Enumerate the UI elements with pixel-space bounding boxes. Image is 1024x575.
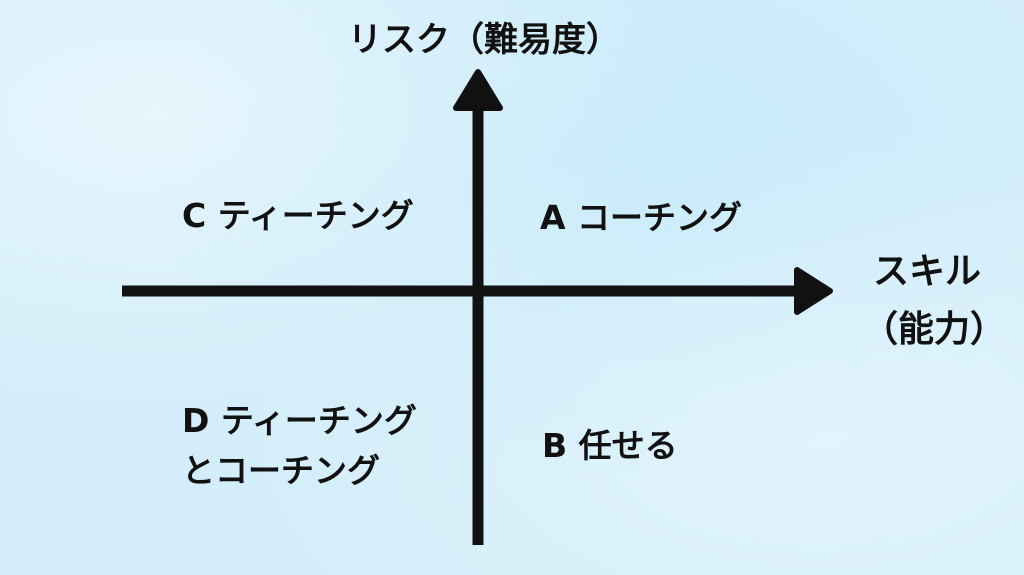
quadrant-c-label: C ティーチング — [182, 196, 414, 235]
quadrant-d-label-line1: D ティーチング — [182, 401, 417, 440]
x-axis-label-line2: （能力） — [862, 309, 1007, 350]
quadrant-b-label: B 任せる — [542, 426, 678, 465]
y-axis-arrowhead — [453, 69, 503, 111]
x-axis-arrowhead — [794, 267, 833, 315]
quadrant-a-label: A コーチング — [540, 198, 743, 237]
quadrant-d-label-line2: とコーチング — [182, 451, 380, 490]
y-axis-label: リスク（難易度） — [348, 20, 620, 60]
x-axis-label-line1: スキル — [873, 251, 982, 292]
